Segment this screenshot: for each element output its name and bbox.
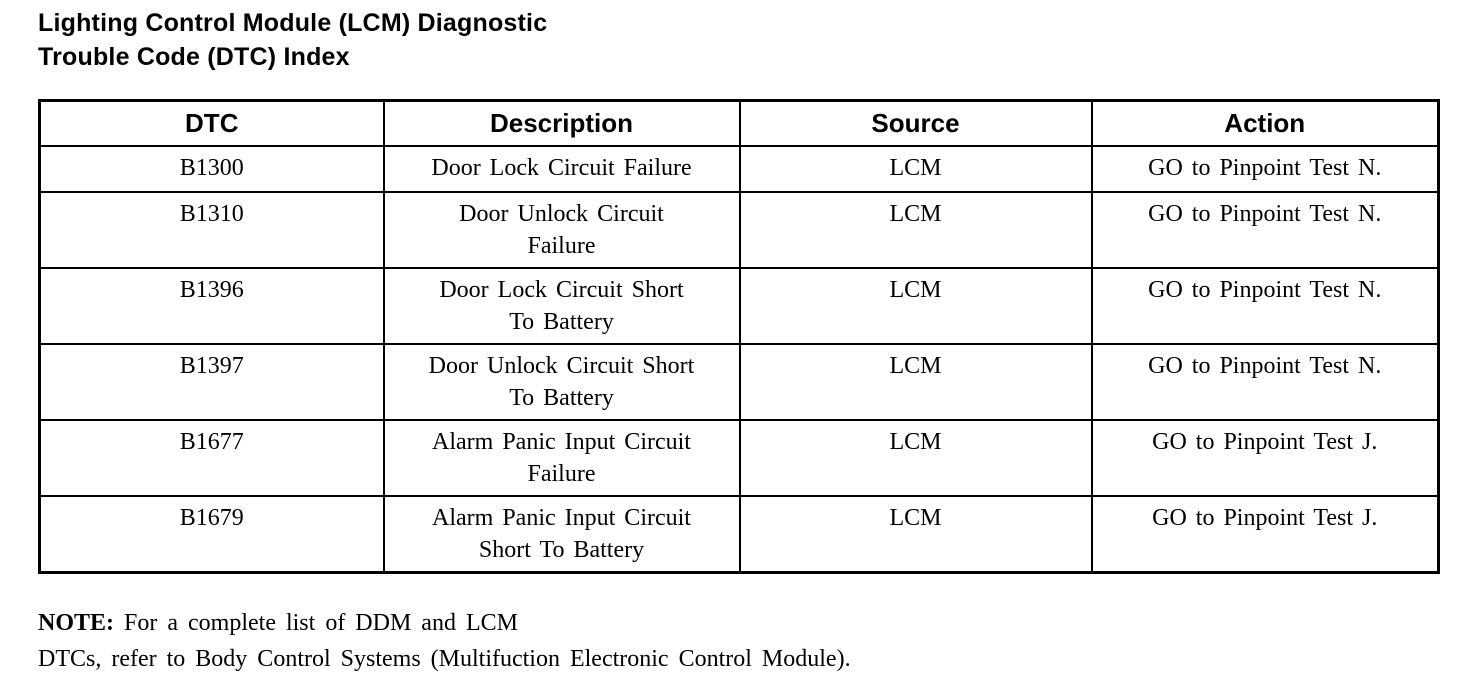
dtc-action: GO to Pinpoint Test N. — [1090, 191, 1440, 269]
dtc-source: LCM — [738, 145, 1093, 193]
dtc-description: Alarm Panic Input Circuit Short To Batte… — [382, 495, 741, 574]
note-text-line1: For a complete list of DDM and LCM — [124, 610, 518, 636]
footnote-line2: DTCs, refer to Body Control Systems (Mul… — [38, 641, 1068, 677]
dtc-source: LCM — [738, 495, 1093, 574]
dtc-source: LCM — [738, 343, 1093, 421]
dtc-action: GO to Pinpoint Test N. — [1090, 343, 1440, 421]
dtc-code: B1396 — [38, 267, 385, 345]
dtc-action: GO to Pinpoint Test J. — [1090, 419, 1440, 497]
dtc-code: B1300 — [38, 145, 385, 193]
dtc-code: B1679 — [38, 495, 385, 574]
note-label: NOTE: — [38, 610, 115, 636]
column-header-source: Source — [738, 99, 1093, 147]
dtc-code: B1397 — [38, 343, 385, 421]
dtc-source: LCM — [738, 419, 1093, 497]
dtc-action: GO to Pinpoint Test N. — [1090, 267, 1440, 345]
dtc-description: Door Unlock Circuit Failure — [382, 191, 741, 269]
note-text-line2-prefix: DTCs, refer to — [38, 646, 186, 672]
page-title: Lighting Control Module (LCM) Diagnostic… — [38, 6, 1442, 74]
dtc-description: Door Lock Circuit Short To Battery — [382, 267, 741, 345]
dtc-source: LCM — [738, 191, 1093, 269]
table-row: B1310 Door Unlock Circuit Failure LCM GO… — [38, 191, 1440, 269]
footnote: NOTE: For a complete list of DDM and LCM… — [38, 605, 1068, 677]
table-header-row: DTC Description Source Action — [38, 99, 1440, 147]
dtc-description: Door Unlock Circuit Short To Battery — [382, 343, 741, 421]
column-header-description: Description — [382, 99, 741, 147]
page-title-line1: Lighting Control Module (LCM) Diagnostic — [38, 9, 548, 37]
column-header-dtc: DTC — [38, 99, 385, 147]
table-row: B1397 Door Unlock Circuit Short To Batte… — [38, 343, 1440, 421]
table-row: B1679 Alarm Panic Input Circuit Short To… — [38, 495, 1440, 574]
footnote-line1: NOTE: For a complete list of DDM and LCM — [38, 605, 1068, 641]
page-title-line2: Trouble Code (DTC) Index — [38, 43, 350, 71]
dtc-code: B1677 — [38, 419, 385, 497]
column-header-action: Action — [1090, 99, 1440, 147]
dtc-action: GO to Pinpoint Test N. — [1090, 145, 1440, 193]
note-reference-text: Body Control Systems (Multifuction Elect… — [195, 646, 851, 672]
dtc-source: LCM — [738, 267, 1093, 345]
dtc-index-table: DTC Description Source Action B1300 Door… — [38, 99, 1440, 574]
table-row: B1396 Door Lock Circuit Short To Battery… — [38, 267, 1440, 345]
dtc-description: Alarm Panic Input Circuit Failure — [382, 419, 741, 497]
table-row: B1300 Door Lock Circuit Failure LCM GO t… — [38, 145, 1440, 193]
dtc-action: GO to Pinpoint Test J. — [1090, 495, 1440, 574]
dtc-description: Door Lock Circuit Failure — [382, 145, 741, 193]
dtc-code: B1310 — [38, 191, 385, 269]
table-row: B1677 Alarm Panic Input Circuit Failure … — [38, 419, 1440, 497]
